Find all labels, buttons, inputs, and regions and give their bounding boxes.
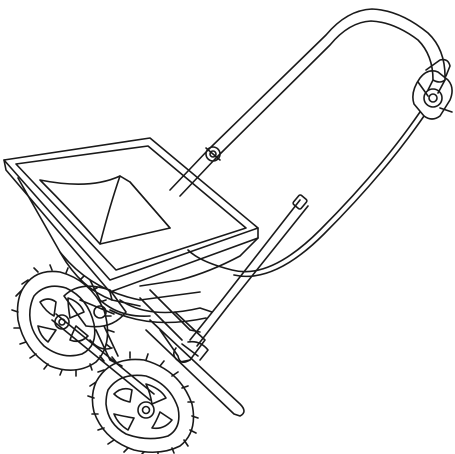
control-cable [187,111,425,278]
right-wheel [87,351,199,454]
axle [51,313,155,401]
support-frame [145,319,245,417]
hopper-frame [109,289,213,364]
handle-bar [169,8,446,347]
frame-clip [292,194,308,210]
flow-control-lever [412,58,453,120]
handle-joint-knob [205,146,221,162]
gearbox [63,285,127,367]
hopper [3,137,259,317]
left-wheel [11,264,115,377]
